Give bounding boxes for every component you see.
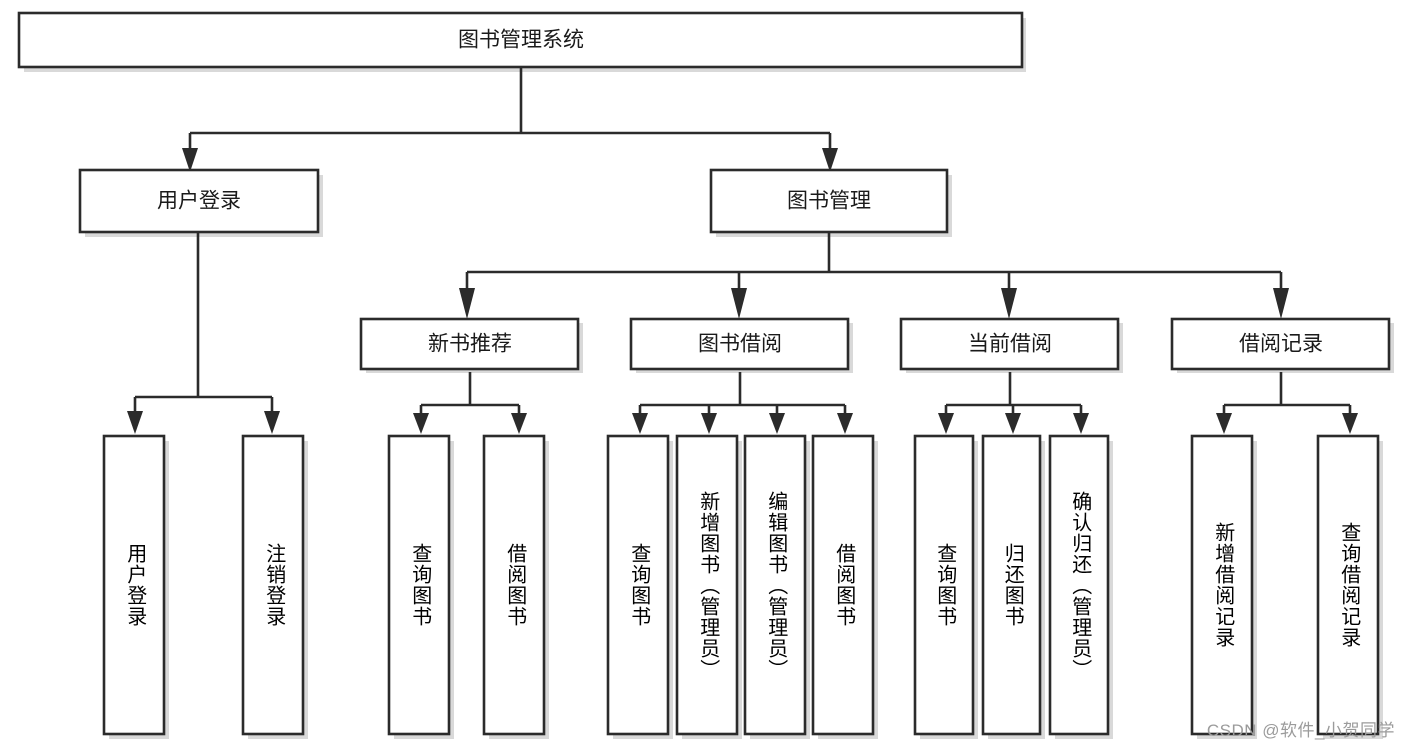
node-current-borrow-label: 当前借阅: [968, 333, 1052, 356]
leaf-user-login-1[interactable]: [241, 434, 305, 736]
leaf-current-borrow-0[interactable]: [913, 434, 975, 736]
node-borrow-record-label: 借阅记录: [1239, 333, 1323, 356]
node-user-login-label: 用户登录: [157, 190, 241, 213]
leaf-borrow-record-1[interactable]: [1316, 434, 1380, 736]
leaf-book-borrow-3[interactable]: [811, 434, 875, 736]
node-new-book-recommend-label: 新书推荐: [428, 333, 512, 356]
node-book-management-label: 图书管理: [787, 190, 871, 213]
node-book-borrow[interactable]: [629, 317, 850, 371]
leaf-current-borrow-1[interactable]: [981, 434, 1042, 736]
connector-lines: [133, 67, 1352, 415]
csdn-watermark: CSDN @软件_小贺同学: [1206, 721, 1395, 740]
node-book-management[interactable]: [709, 168, 949, 234]
node-user-login[interactable]: [78, 168, 320, 234]
leaf-user-login-0[interactable]: [102, 434, 166, 736]
leaf-book-borrow-1[interactable]: [675, 434, 739, 736]
leaf-borrow-record-0[interactable]: [1190, 434, 1254, 736]
node-root-label: 图书管理系统: [458, 29, 584, 52]
arrow-heads: [127, 148, 1358, 434]
node-current-borrow[interactable]: [899, 317, 1120, 371]
leaf-book-borrow-2[interactable]: [743, 434, 807, 736]
leaf-new-book-0[interactable]: [387, 434, 451, 736]
node-borrow-record[interactable]: [1170, 317, 1391, 371]
leaf-new-book-1[interactable]: [482, 434, 546, 736]
node-root[interactable]: [17, 11, 1024, 69]
leaf-book-borrow-0[interactable]: [606, 434, 670, 736]
node-book-borrow-label: 图书借阅: [698, 333, 782, 356]
node-new-book-recommend[interactable]: [359, 317, 580, 371]
leaf-current-borrow-2[interactable]: [1048, 434, 1110, 736]
